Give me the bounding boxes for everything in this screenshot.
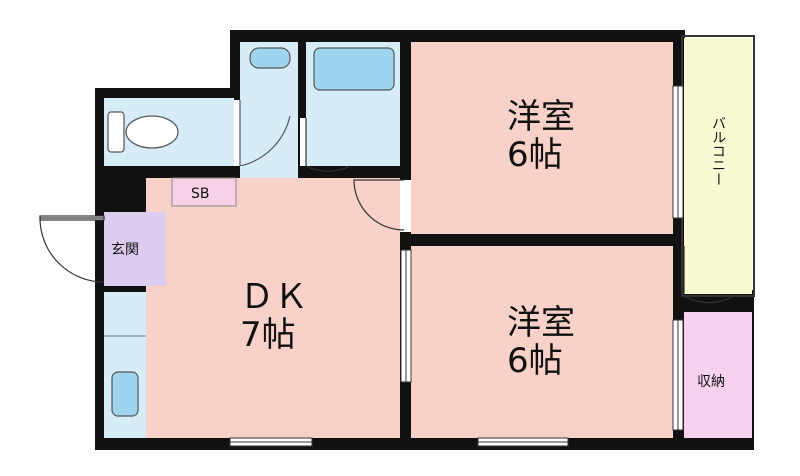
- room-western-bottom: [411, 246, 673, 438]
- door-swings: [39, 100, 735, 304]
- balcony-label: バルコニー: [710, 116, 726, 186]
- dk-size: 7帖: [240, 315, 296, 355]
- storage-label: 収納: [697, 374, 725, 390]
- wash-basin-icon: [249, 47, 291, 69]
- shoe-box-label: SB: [191, 186, 210, 202]
- room-shoe-box: [171, 177, 237, 207]
- room-entrance: [104, 212, 166, 286]
- sink-icon: [111, 371, 139, 417]
- western-bottom-label: 洋室: [507, 303, 575, 343]
- sliding-doors: [400, 85, 684, 431]
- western-bottom-size: 6帖: [507, 341, 563, 381]
- room-storage: [684, 312, 752, 438]
- bathtub-icon: [313, 47, 395, 91]
- western-top-label: 洋室: [507, 97, 575, 137]
- dk-label: ＤＫ: [240, 277, 308, 317]
- windows: [229, 437, 569, 447]
- entrance-label: 玄関: [111, 241, 139, 258]
- room-western-top: [411, 42, 673, 234]
- western-top-size: 6帖: [507, 135, 563, 175]
- room-balcony: [684, 38, 752, 294]
- room-dk: [146, 178, 400, 438]
- toilet-fixture: [107, 111, 179, 153]
